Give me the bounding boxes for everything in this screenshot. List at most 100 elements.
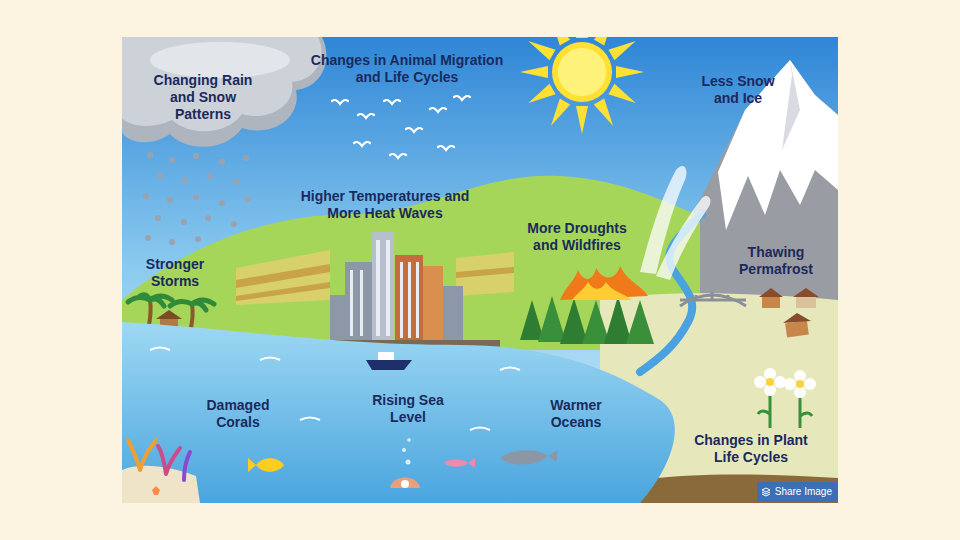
boat: [366, 352, 412, 370]
palm-trees-part: [156, 310, 182, 319]
cloud: [122, 37, 326, 147]
fish-and-shell-part: [402, 448, 406, 452]
city-part-part: [386, 240, 390, 336]
fish-and-shell: [248, 438, 558, 488]
effect-label: More Droughts and Wildfires: [518, 220, 636, 254]
rain-part: [181, 219, 187, 225]
houses-part: [762, 296, 780, 308]
birds: [332, 96, 470, 158]
sun-part-part: [520, 66, 548, 78]
flowers-part: [766, 378, 774, 386]
sun-part-part: [552, 42, 612, 102]
effect-label: Damaged Corals: [196, 397, 280, 431]
sun-part-part: [594, 98, 618, 128]
flowers-part-part: [784, 378, 796, 390]
effect-label: Changing Rain and Snow Patterns: [147, 72, 259, 122]
bridge-part: [695, 295, 698, 300]
palm-trees-part: [128, 295, 172, 306]
effect-label: Rising Sea Level: [363, 392, 453, 426]
birds-part: [406, 128, 422, 132]
rain-part: [169, 157, 175, 163]
city-part-part: [408, 262, 411, 338]
flowers: [754, 368, 816, 428]
boat-part: [378, 352, 394, 360]
fish-and-shell-part: [248, 458, 284, 472]
mountain-part: [782, 60, 800, 150]
effect-label: Thawing Permafrost: [728, 244, 824, 278]
rain-part: [195, 236, 201, 242]
birds-part: [354, 142, 370, 146]
rain-part: [157, 173, 163, 179]
burning-forest-part: [626, 300, 654, 344]
effect-label: Less Snow and Ice: [690, 73, 786, 107]
fields-part: [236, 282, 330, 301]
smoke-part: [656, 196, 710, 280]
city-part-part: [416, 262, 419, 338]
city-part-part: [400, 262, 403, 338]
share-button: Share Image: [757, 482, 838, 502]
houses-part: [783, 313, 811, 323]
sun-part-part: [525, 37, 555, 60]
rain-part: [167, 197, 173, 203]
rain-part: [193, 153, 199, 159]
burning-forest-part: [604, 296, 632, 344]
rain: [143, 152, 253, 246]
cloud-part: [122, 37, 322, 131]
sun-part-part: [608, 84, 638, 108]
houses-part: [785, 321, 809, 338]
effect-label: Changes in Plant Life Cycles: [683, 432, 819, 466]
burning-forest-part: [560, 298, 588, 344]
rain-part: [147, 152, 153, 158]
rain-part: [193, 194, 199, 200]
bridge-part: [727, 295, 730, 300]
city-part: [372, 232, 394, 342]
effect-label: Stronger Storms: [133, 256, 217, 290]
burning-forest-part: [520, 300, 544, 340]
river: [640, 214, 702, 372]
rain-part: [155, 215, 161, 221]
birds-part: [438, 146, 454, 150]
fish-and-shell-part: [390, 478, 420, 489]
effect-label: Warmer Oceans: [534, 397, 618, 431]
sun-part: [520, 37, 644, 134]
birds-part: [332, 100, 348, 104]
sun: [520, 37, 644, 134]
stack-icon-part: [762, 488, 770, 496]
sun-part-part: [546, 37, 570, 46]
rain-part: [231, 221, 237, 227]
burning-forest: [520, 266, 654, 344]
effect-label: Changes in Animal Migration and Life Cyc…: [304, 52, 510, 86]
rain-part: [205, 215, 211, 221]
smoke: [640, 166, 710, 280]
city-part: [395, 255, 423, 343]
fish-and-shell-part: [406, 460, 411, 465]
flowers-part-part: [754, 376, 766, 388]
fields-part: [456, 252, 514, 296]
fish-and-shell-part: [444, 458, 475, 468]
rain-part: [219, 200, 225, 206]
flowers-part: [770, 395, 800, 428]
bridge: [680, 292, 746, 306]
sun-part-part: [576, 106, 588, 134]
birds-part: [454, 96, 470, 100]
rain-part: [233, 179, 239, 185]
rain-part: [169, 239, 175, 245]
cloud-part: [122, 37, 326, 147]
flowers-part-part: [774, 376, 786, 388]
city-part: [350, 240, 419, 338]
sun-part-part: [594, 37, 618, 46]
sky: [122, 37, 838, 503]
burning-forest-part: [560, 266, 648, 300]
sun-part-part: [608, 37, 638, 60]
rain-part: [245, 196, 251, 202]
ocean: [122, 322, 675, 503]
corals-part: [152, 486, 160, 495]
houses-part: [793, 288, 819, 297]
birds-part: [390, 154, 406, 158]
fish-and-shell-part: [500, 450, 558, 465]
rain-part: [243, 155, 249, 161]
burning-forest-part: [538, 296, 566, 342]
burning-forest-part: [572, 282, 632, 300]
fields-part: [456, 267, 514, 278]
